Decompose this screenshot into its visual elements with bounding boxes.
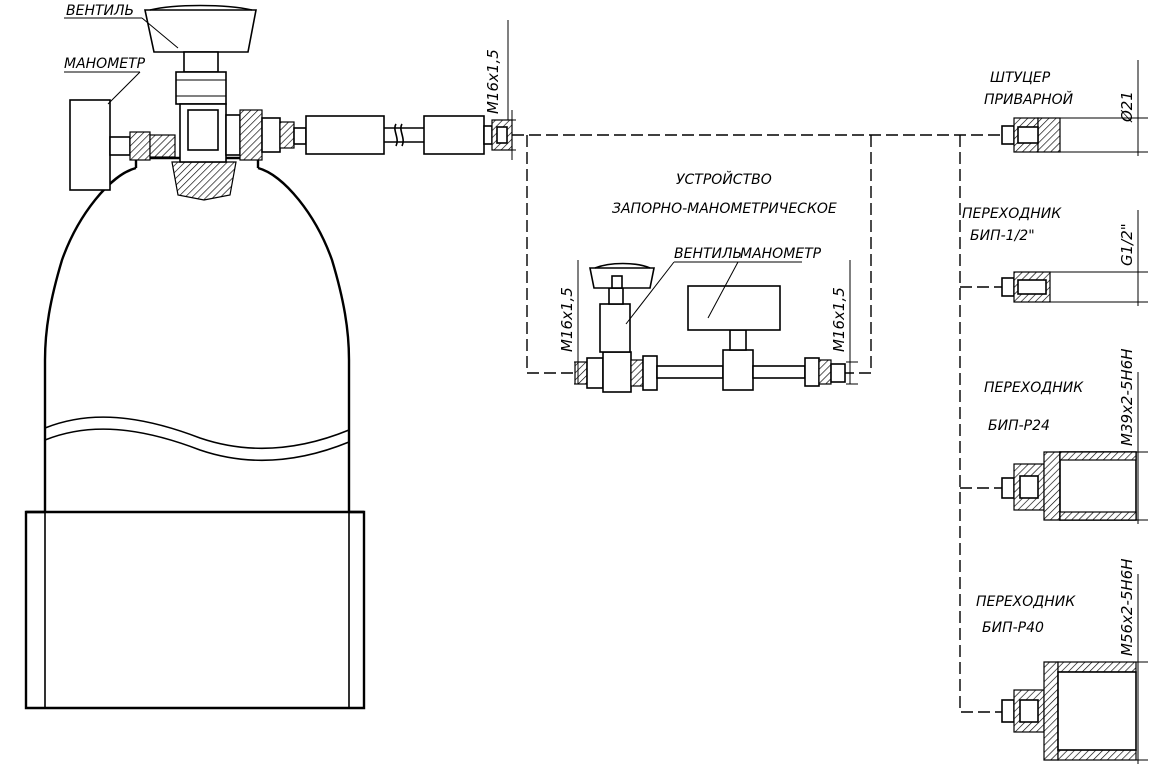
adapter3-line1: ПЕРЕХОДНИК [976, 594, 1076, 610]
label-leaders [64, 17, 179, 105]
adapter2-dimension: M39x2-5H6H [1118, 348, 1136, 446]
welded-fitting [1001, 60, 1148, 156]
device-title-line1: УСТРОЙСТВО [676, 170, 772, 188]
adapter3-line2: БИП-Р40 [982, 620, 1044, 636]
adapter2-line2: БИП-Р24 [988, 418, 1050, 434]
device-label-leaders [625, 261, 802, 325]
hose-thread-label: M16x1,5 [484, 49, 502, 114]
fitting1-line1: ШТУЦЕР [990, 70, 1051, 86]
gas-cylinder [24, 156, 366, 710]
gauge-label: МАНОМЕТР [64, 56, 146, 72]
valve-label: ВЕНТИЛЬ [66, 3, 134, 19]
adapter2-line1: ПЕРЕХОДНИК [984, 380, 1084, 396]
device-left-thread: M16x1,5 [558, 287, 576, 352]
device-title-line2: ЗАПОРНО-МАНОМЕТРИЧЕСКОЕ [612, 201, 837, 217]
adapter1-line1: ПЕРЕХОДНИК [962, 206, 1062, 222]
adapter1-dimension: G1/2" [1118, 223, 1136, 266]
connecting-hose [293, 115, 513, 155]
fitting1-line2: ПРИВАРНОЙ [984, 90, 1074, 108]
adapter3-dimension: M56x2-5H6H [1118, 558, 1136, 656]
adapter-bip-p24 [1001, 372, 1148, 524]
cylinder-gauge [69, 99, 176, 191]
fitting1-dimension: Ø21 [1118, 91, 1136, 123]
adapter-bip-half-inch [1001, 210, 1148, 306]
cylinder-valve [144, 4, 295, 163]
device-valve-label: ВЕНТИЛЬ [674, 246, 742, 262]
device-dimensions [574, 260, 858, 385]
dashed-connection-lines [512, 134, 1002, 713]
device-right-thread: M16x1,5 [830, 287, 848, 352]
device-gauge-label: МАНОМЕТР [740, 246, 822, 262]
adapter1-line2: БИП-1/2" [970, 228, 1035, 244]
cylinder-neck-fitting [171, 161, 237, 201]
adapter-bip-p40 [1001, 574, 1148, 764]
shutoff-gauge-device [574, 262, 846, 393]
